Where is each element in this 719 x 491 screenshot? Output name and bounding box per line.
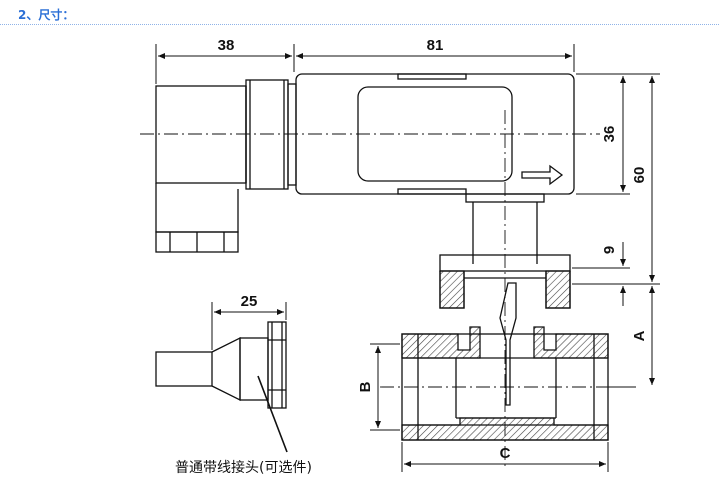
dim-B-label: B: [357, 381, 374, 392]
dim-25-label: 25: [241, 293, 258, 310]
dim-36-label: 36: [601, 126, 618, 143]
dim-81-label: 81: [427, 37, 444, 54]
centerlines: [140, 110, 630, 470]
dim-60-label: 60: [631, 167, 648, 184]
dim-38-label: 38: [218, 37, 235, 54]
section-title: 2、尺寸：: [18, 8, 75, 22]
header-divider: [0, 24, 719, 25]
cable-connector: [155, 79, 297, 253]
optional-cable-joint: [155, 321, 288, 453]
dim-C-label: C: [500, 445, 511, 462]
optional-joint-caption: 普通带线接头(可选件): [175, 459, 312, 476]
dim-A-label: A: [631, 330, 648, 341]
sensor-stem: [465, 193, 545, 264]
dim-9-label: 9: [601, 246, 618, 254]
